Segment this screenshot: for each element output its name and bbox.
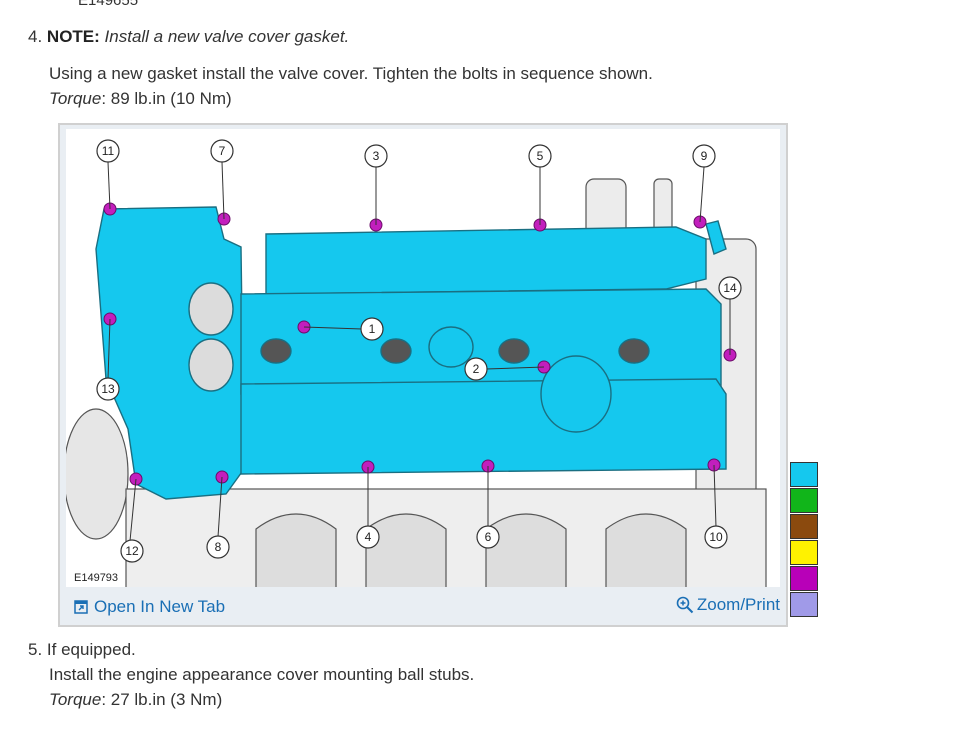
swatch-lavender — [790, 592, 818, 617]
callout-4: 4 — [365, 530, 372, 544]
open-in-new-tab-label: Open In New Tab — [94, 597, 226, 616]
callout-11: 11 — [102, 144, 115, 158]
valve-cover-left-section — [95, 206, 245, 500]
callout-10: 10 — [709, 530, 723, 544]
callout-circle-9 — [692, 144, 716, 168]
engine-diagram: 1 2 3 4 5 6 7 8 9 10 11 12 13 14 E149793 — [66, 139, 767, 587]
valve-cover — [95, 206, 727, 500]
figure-reference-code: E149793 — [74, 572, 118, 584]
step-5-condition: If equipped. — [46, 640, 136, 659]
callout-circle-7 — [210, 139, 234, 163]
valve-cover-top-section — [265, 226, 707, 295]
zoom-in-icon — [676, 596, 694, 614]
callout-12: 12 — [125, 544, 139, 558]
callout-circle-13 — [96, 377, 120, 401]
callout-7: 7 — [219, 144, 226, 158]
callout-circle-3 — [364, 144, 388, 168]
callout-14: 14 — [723, 281, 737, 295]
callout-3: 3 — [373, 149, 380, 163]
callout-circle-1 — [360, 317, 384, 341]
callout-9: 9 — [701, 149, 708, 163]
step-4-instruction: Using a new gasket install the valve cov… — [49, 64, 653, 83]
torque-value: : 27 lb.in (3 Nm) — [101, 690, 223, 709]
callout-circle-11 — [96, 139, 120, 163]
callout-leaders — [107, 161, 731, 542]
step-number: 4. — [28, 27, 43, 46]
step-5-torque: Torque: 27 lb.in (3 Nm) — [49, 690, 222, 710]
step-5-heading: 5. If equipped. — [28, 640, 136, 660]
callout-circle-5 — [528, 144, 552, 168]
open-in-new-tab-link[interactable]: Open In New Tab — [74, 597, 225, 617]
callout-circle-6 — [476, 525, 500, 549]
callout-5: 5 — [537, 149, 544, 163]
callout-circle-14 — [718, 276, 742, 300]
zoom-print-link[interactable]: Zoom/Print — [676, 595, 780, 615]
zoom-print-label: Zoom/Print — [696, 595, 780, 614]
callout-circle-8 — [206, 535, 230, 559]
note-text: Install a new valve cover gasket. — [104, 27, 350, 46]
step-4-heading: 4. NOTE: Install a new valve cover gaske… — [28, 27, 349, 47]
callout-circles — [96, 139, 742, 563]
step-4-torque: Torque: 89 lb.in (10 Nm) — [49, 89, 232, 109]
swatch-brown — [790, 514, 818, 539]
engine-block-background — [66, 178, 767, 587]
step-number: 5. — [28, 640, 43, 659]
swatch-cyan — [790, 462, 818, 487]
swatch-yellow — [790, 540, 818, 565]
valve-cover-lower-section — [240, 378, 727, 475]
top-figure-reference: E149655 — [78, 0, 139, 9]
torque-label: Torque — [49, 89, 102, 108]
callout-circle-12 — [120, 539, 144, 563]
color-legend-swatches — [790, 462, 818, 618]
callout-8: 8 — [215, 540, 222, 554]
figure-container: 1 2 3 4 5 6 7 8 9 10 11 12 13 14 E149793 — [58, 123, 788, 627]
figure-toolbar: Open In New Tab Zoom/Print — [60, 589, 786, 625]
callout-circle-4 — [356, 525, 380, 549]
torque-label: Torque — [49, 690, 102, 709]
note-label: NOTE: — [46, 27, 100, 46]
open-new-tab-icon — [74, 600, 88, 614]
callout-1: 1 — [369, 322, 376, 336]
torque-value: : 89 lb.in (10 Nm) — [101, 89, 232, 108]
swatch-magenta — [790, 566, 818, 591]
step-5-instruction: Install the engine appearance cover moun… — [49, 665, 475, 684]
callout-2: 2 — [473, 362, 480, 376]
swatch-green — [790, 488, 818, 513]
callout-circle-2 — [464, 357, 488, 381]
callout-6: 6 — [485, 530, 492, 544]
callout-13: 13 — [101, 382, 115, 396]
valve-cover-illustration[interactable]: 1 2 3 4 5 6 7 8 9 10 11 12 13 14 E149793 — [66, 129, 780, 587]
callout-circle-10 — [704, 525, 728, 549]
